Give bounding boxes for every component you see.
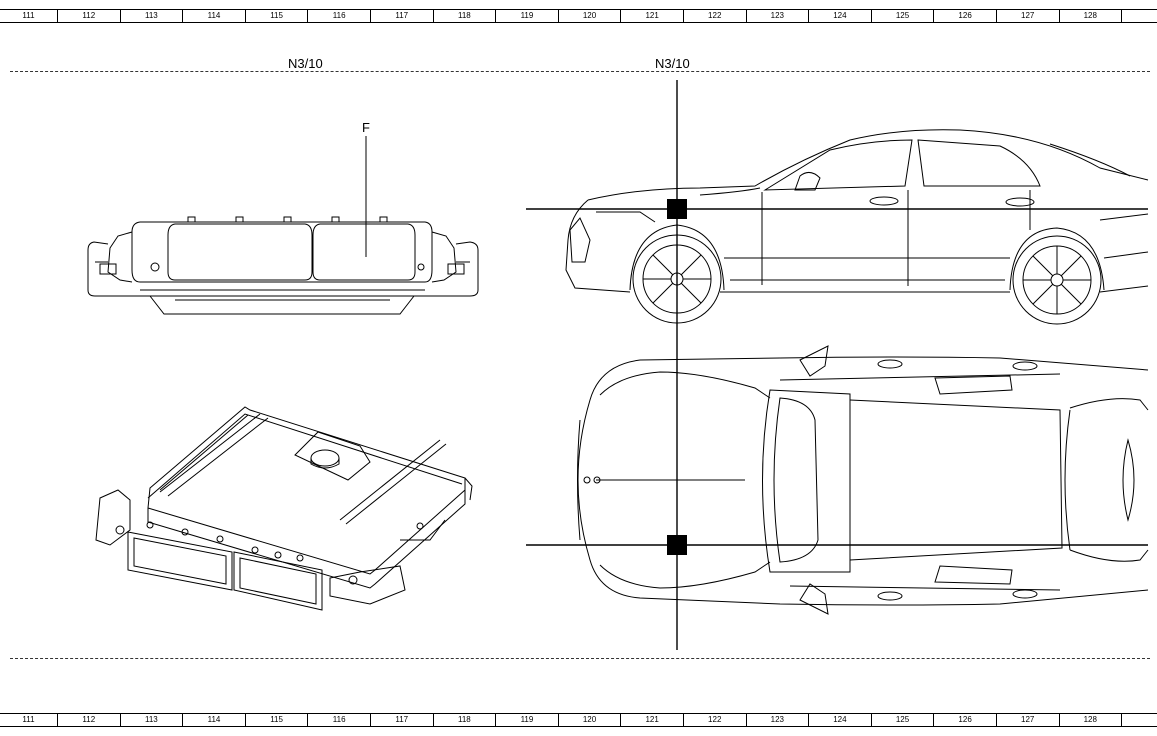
ruler-cell: 119 bbox=[496, 10, 559, 22]
control-unit-isometric-view bbox=[95, 406, 473, 611]
column-ruler-top: 111 112 113 114 115 116 117 118 119 120 … bbox=[0, 9, 1157, 23]
ruler-cell: 116 bbox=[308, 10, 371, 22]
ruler-cell: 119 bbox=[496, 714, 559, 726]
ruler-cell: 115 bbox=[246, 10, 309, 22]
connector-callout-label: F bbox=[362, 120, 370, 135]
ruler-cell: 124 bbox=[809, 714, 872, 726]
ruler-cell: 120 bbox=[559, 10, 622, 22]
ruler-cell: 112 bbox=[58, 10, 121, 22]
ruler-cell: 121 bbox=[621, 714, 684, 726]
ruler-cell: 117 bbox=[371, 10, 434, 22]
ruler-cell: 114 bbox=[183, 10, 246, 22]
ruler-cell: 122 bbox=[684, 714, 747, 726]
ruler-cell: 121 bbox=[621, 10, 684, 22]
ruler-cell: 112 bbox=[58, 714, 121, 726]
ruler-cell: 114 bbox=[183, 714, 246, 726]
ruler-cell: 123 bbox=[747, 10, 810, 22]
location-marker-top-view bbox=[667, 535, 687, 555]
control-unit-front-view bbox=[87, 136, 479, 315]
ruler-cell: 118 bbox=[434, 10, 497, 22]
ruler-cell: 113 bbox=[121, 10, 184, 22]
section-border-bottom bbox=[10, 658, 1150, 659]
ruler-cell: 120 bbox=[559, 714, 622, 726]
vehicle-top-view bbox=[577, 345, 1149, 615]
ruler-cell: 111 bbox=[0, 714, 58, 726]
ruler-cell: 125 bbox=[872, 714, 935, 726]
ruler-cell: 127 bbox=[997, 714, 1060, 726]
ruler-cell: 123 bbox=[747, 714, 810, 726]
section-border-top bbox=[10, 71, 1150, 72]
ruler-cell: 128 bbox=[1060, 10, 1123, 22]
ruler-cell: 126 bbox=[934, 10, 997, 22]
ruler-cell: 127 bbox=[997, 10, 1060, 22]
column-ruler-bottom: 111 112 113 114 115 116 117 118 119 120 … bbox=[0, 713, 1157, 727]
ruler-cell: 124 bbox=[809, 10, 872, 22]
location-marker-side-view bbox=[667, 199, 687, 219]
vehicle-side-view bbox=[565, 129, 1149, 325]
ruler-cell: 125 bbox=[872, 10, 935, 22]
component-label-left: N3/10 bbox=[288, 56, 323, 71]
ruler-cell: 126 bbox=[934, 714, 997, 726]
ruler-cell: 128 bbox=[1060, 714, 1123, 726]
ruler-cell: 117 bbox=[371, 714, 434, 726]
ruler-cell: 111 bbox=[0, 10, 58, 22]
ruler-cell: 116 bbox=[308, 714, 371, 726]
ruler-cell: 113 bbox=[121, 714, 184, 726]
ruler-cell: 115 bbox=[246, 714, 309, 726]
ruler-cell: 122 bbox=[684, 10, 747, 22]
component-label-right: N3/10 bbox=[655, 56, 690, 71]
ruler-cell: 118 bbox=[434, 714, 497, 726]
